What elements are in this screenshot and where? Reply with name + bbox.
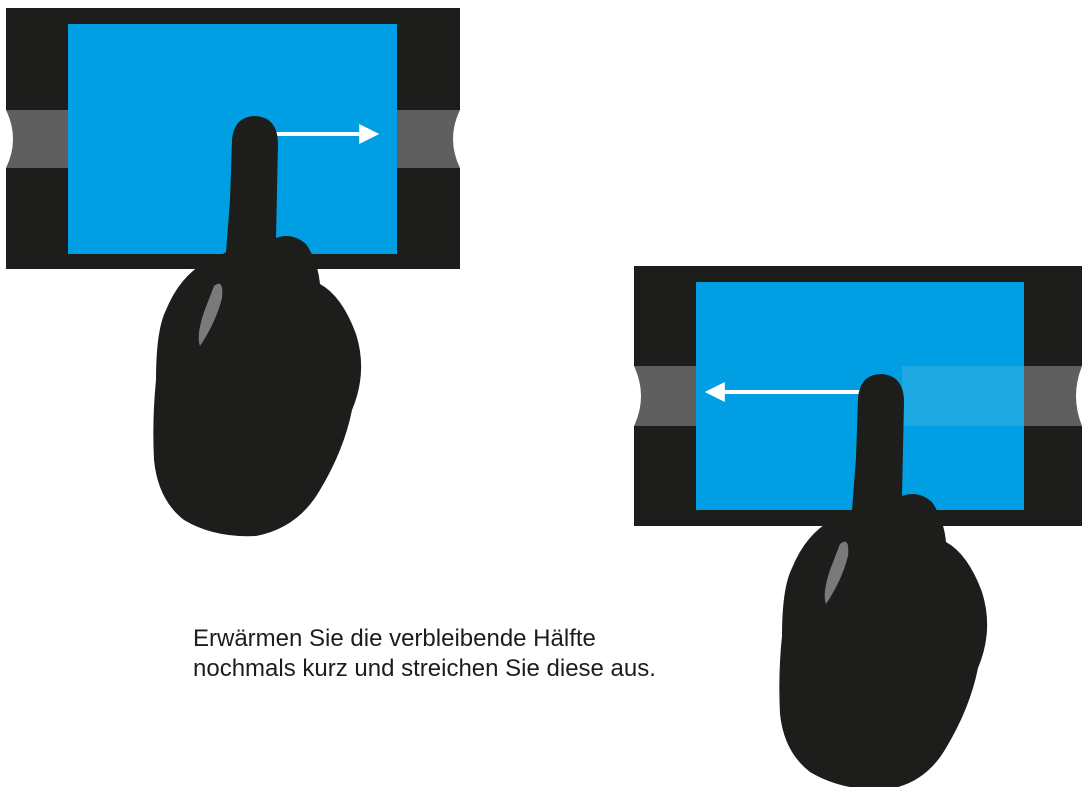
strip-left [6,110,68,168]
strip-right [1024,366,1082,426]
step-1-illustration [6,8,460,536]
strip-left [634,366,696,426]
caption-line-1: Erwärmen Sie die verbleibende Hälfte [193,624,753,654]
screen-highlight [902,366,1024,426]
caption-line-2: nochmals kurz und streichen Sie diese au… [193,654,753,684]
instruction-caption: Erwärmen Sie die verbleibende Hälfte noc… [193,624,753,684]
strip-right [397,110,460,168]
step-2-illustration [634,266,1082,787]
